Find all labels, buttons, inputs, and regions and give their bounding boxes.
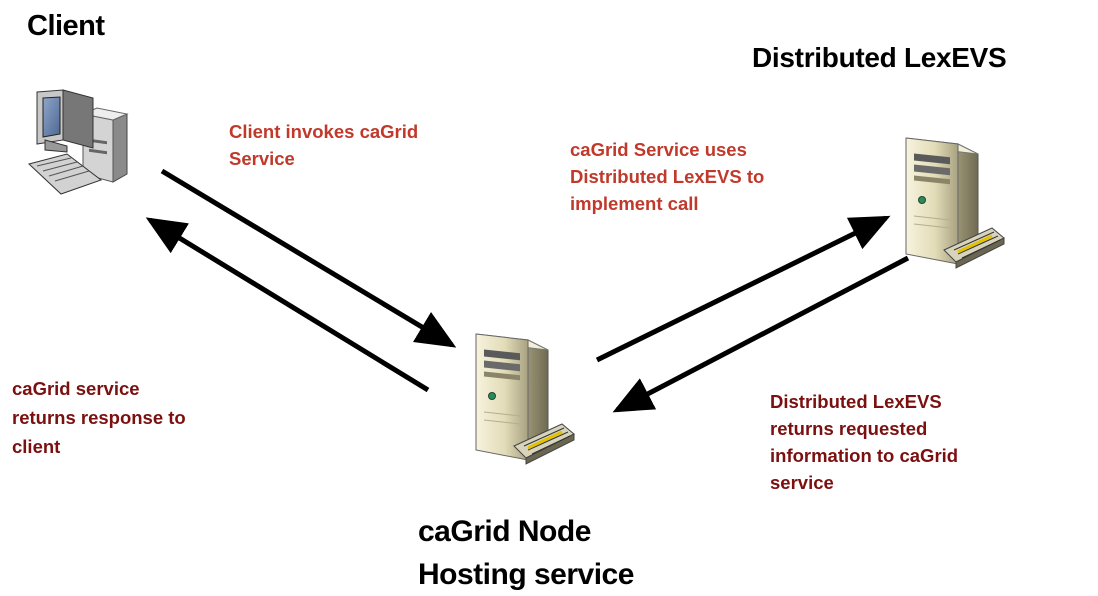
arrow-node-to-lexevs	[595, 215, 891, 363]
annotation-line: returns requested	[770, 418, 928, 439]
annotation-line: client	[12, 436, 61, 457]
annotation-line: service	[770, 472, 834, 493]
annotation-line: returns response to	[12, 407, 186, 428]
annotation-line: information to caGrid	[770, 445, 959, 466]
annotation-line: Distributed LexEVS	[770, 391, 942, 412]
annotation-lexevs-returns: Distributed LexEVS returns requested inf…	[770, 388, 958, 496]
client-label: Client	[27, 10, 105, 42]
lexevs-label: Distributed LexEVS	[752, 42, 1007, 73]
annotation-line: Client invokes caGrid	[229, 121, 419, 142]
cagrid-node-server-icon	[474, 332, 576, 466]
cagrid-node-label-line1: caGrid Node	[418, 515, 591, 548]
lexevs-server-icon	[904, 136, 1006, 270]
cagrid-node-label-line2: Hosting service	[418, 558, 634, 591]
annotation-line: Distributed LexEVS to	[570, 166, 765, 187]
arrow-node-to-client	[145, 217, 430, 393]
annotation-service-uses: caGrid Service uses Distributed LexEVS t…	[570, 136, 764, 217]
arrow-client-to-node	[160, 168, 457, 348]
client-computer-icon	[27, 89, 129, 195]
annotation-service-returns: caGrid service returns response to clien…	[12, 374, 186, 461]
annotation-line: implement call	[570, 193, 699, 214]
arrow-lexevs-to-node	[612, 255, 910, 413]
annotation-line: Service	[229, 148, 295, 169]
annotation-line: caGrid service	[12, 378, 140, 399]
annotation-line: caGrid Service uses	[570, 139, 747, 160]
annotation-client-invokes: Client invokes caGrid Service	[229, 118, 418, 172]
